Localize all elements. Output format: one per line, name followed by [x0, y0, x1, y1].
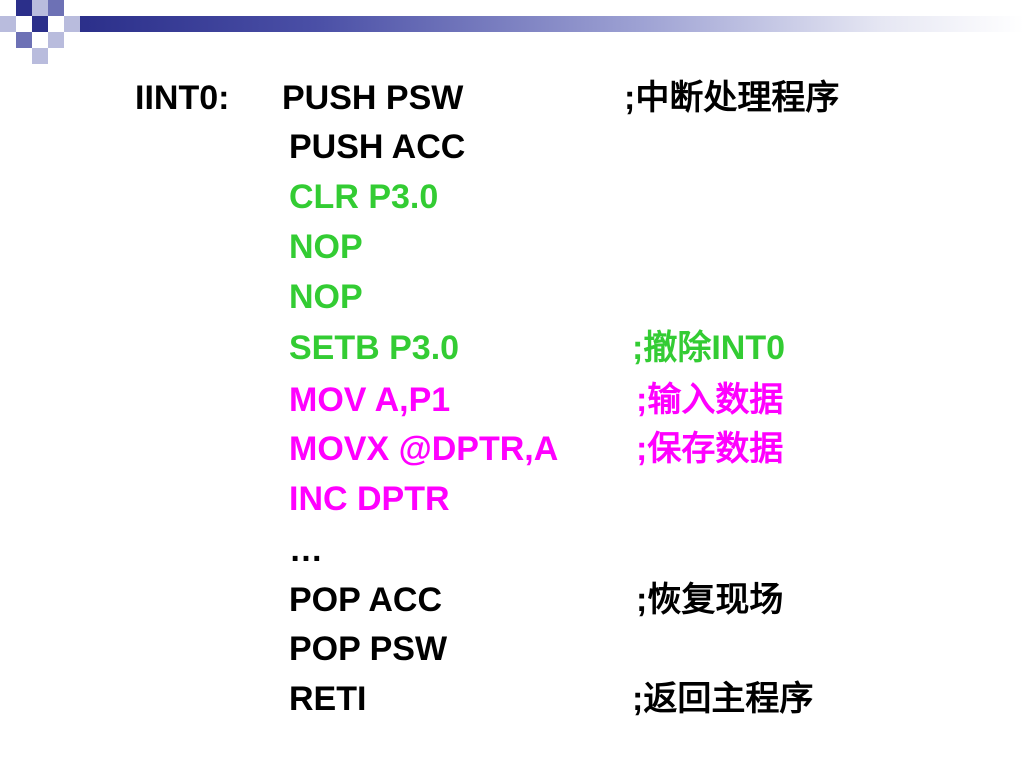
header-gradient-bar	[78, 16, 1024, 32]
code-instruction: NOP	[289, 278, 363, 316]
code-instruction: MOV A,P1	[289, 381, 451, 419]
code-comment: ;中断处理程序	[624, 79, 840, 117]
code-instruction: POP ACC	[289, 581, 443, 619]
code-instruction: CLR P3.0	[289, 178, 439, 216]
decor-square	[0, 16, 16, 32]
code-instruction: RETI	[289, 680, 367, 718]
code-instruction: PUSH ACC	[289, 128, 466, 166]
code-comment: ;返回主程序	[632, 680, 814, 718]
decor-square	[48, 0, 64, 16]
decor-square	[32, 0, 48, 16]
header-decoration	[0, 0, 1024, 80]
code-comment: ;保存数据	[636, 430, 784, 468]
code-instruction: POP PSW	[289, 630, 448, 668]
code-comment: ;恢复现场	[636, 581, 784, 619]
code-instruction: NOP	[289, 228, 363, 266]
code-comment: ;输入数据	[636, 381, 784, 419]
decor-square	[16, 32, 32, 48]
code-comment: ;撤除INT0	[632, 329, 785, 367]
decor-square	[64, 16, 80, 32]
code-label: IINT0:	[135, 79, 230, 117]
code-instruction: INC DPTR	[289, 480, 450, 518]
decor-square	[32, 48, 48, 64]
decor-square	[16, 0, 32, 16]
code-instruction: MOVX @DPTR,A	[289, 430, 559, 468]
code-instruction: PUSH PSW	[282, 79, 464, 117]
decor-square	[32, 16, 48, 32]
code-instruction: SETB P3.0	[289, 329, 460, 367]
decor-square	[48, 32, 64, 48]
code-instruction: …	[289, 531, 323, 569]
